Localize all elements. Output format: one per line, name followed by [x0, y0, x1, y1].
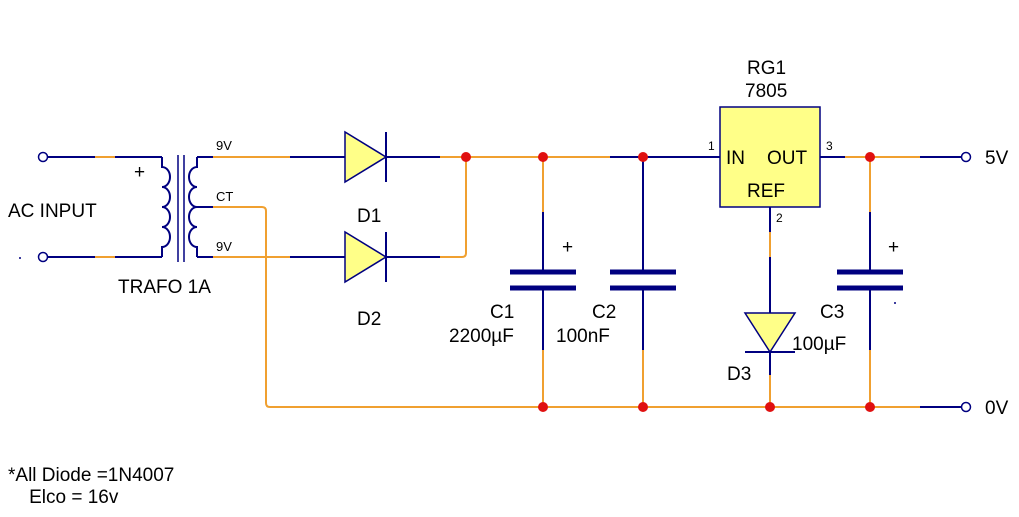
pin1-number: 1 [708, 139, 715, 153]
ground-rail: 0V [530, 398, 1009, 419]
ac-input: AC INPUT [8, 151, 162, 263]
tap-bottom-label: 9V [216, 239, 232, 254]
c1-name: C1 [490, 302, 514, 323]
junction-dot [865, 402, 875, 412]
junction-dot [638, 152, 648, 162]
output-0v-label: 0V [985, 398, 1009, 419]
diode-d3: D3 [727, 207, 797, 407]
junction-dot [461, 152, 471, 162]
terminal-5v [960, 151, 972, 163]
primary-coil [161, 157, 171, 257]
junction-dot [865, 152, 875, 162]
junction-dot [538, 402, 548, 412]
pin-in-label: IN [726, 148, 745, 169]
ac-input-label: AC INPUT [8, 201, 97, 222]
rg-name: RG1 [747, 58, 786, 79]
tap-top-label: 9V [216, 138, 232, 153]
ac-terminal-bottom [37, 251, 49, 263]
d3-label: D3 [727, 364, 751, 385]
primary-plus: + [134, 162, 145, 183]
diode-d1: D1 [344, 130, 440, 227]
c2-value: 100nF [556, 326, 610, 347]
component-notes: *All Diode =1N4007 Elco = 16v [8, 465, 174, 509]
c3-value: 100µF [792, 334, 846, 355]
terminal-0v [960, 401, 972, 413]
rg-part: 7805 [745, 81, 787, 102]
secondary-coil [188, 157, 198, 257]
c2-name: C2 [592, 302, 616, 323]
regulator-rg1: RG1 7805 IN OUT REF 1 2 3 [708, 58, 833, 225]
tap-center-label: CT [216, 189, 233, 204]
output-rail: 5V [820, 148, 1009, 169]
diode-d2: D2 [344, 157, 467, 330]
d2-label: D2 [357, 309, 381, 330]
junction-dot [638, 402, 648, 412]
c1-value: 2200µF [449, 326, 514, 347]
transformer-label: TRAFO 1A [118, 277, 211, 298]
transformer: + 9V CT 9V TRAFO 1A [118, 138, 233, 298]
pin3-number: 3 [826, 139, 833, 153]
pin-ref-label: REF [747, 181, 785, 202]
c3-name: C3 [820, 302, 844, 323]
capacitor-c2: C2 100nF [556, 157, 676, 407]
pin2-number: 2 [776, 211, 783, 225]
capacitor-c1: + C1 2200µF [449, 157, 576, 407]
output-5v-label: 5V [985, 148, 1009, 169]
d1-label: D1 [357, 206, 381, 227]
junction-dot [765, 402, 775, 412]
c1-plus: + [562, 237, 573, 258]
note-diode: *All Diode =1N4007 [8, 465, 175, 486]
ac-terminal-top [37, 151, 49, 163]
junctions [461, 152, 875, 412]
pin-out-label: OUT [767, 148, 808, 169]
junction-dot [538, 152, 548, 162]
secondary-wiring [197, 156, 530, 408]
capacitor-c3: + C3 100µF [792, 157, 903, 407]
note-elco: Elco = 16v [8, 487, 119, 508]
c3-plus: + [888, 237, 899, 258]
